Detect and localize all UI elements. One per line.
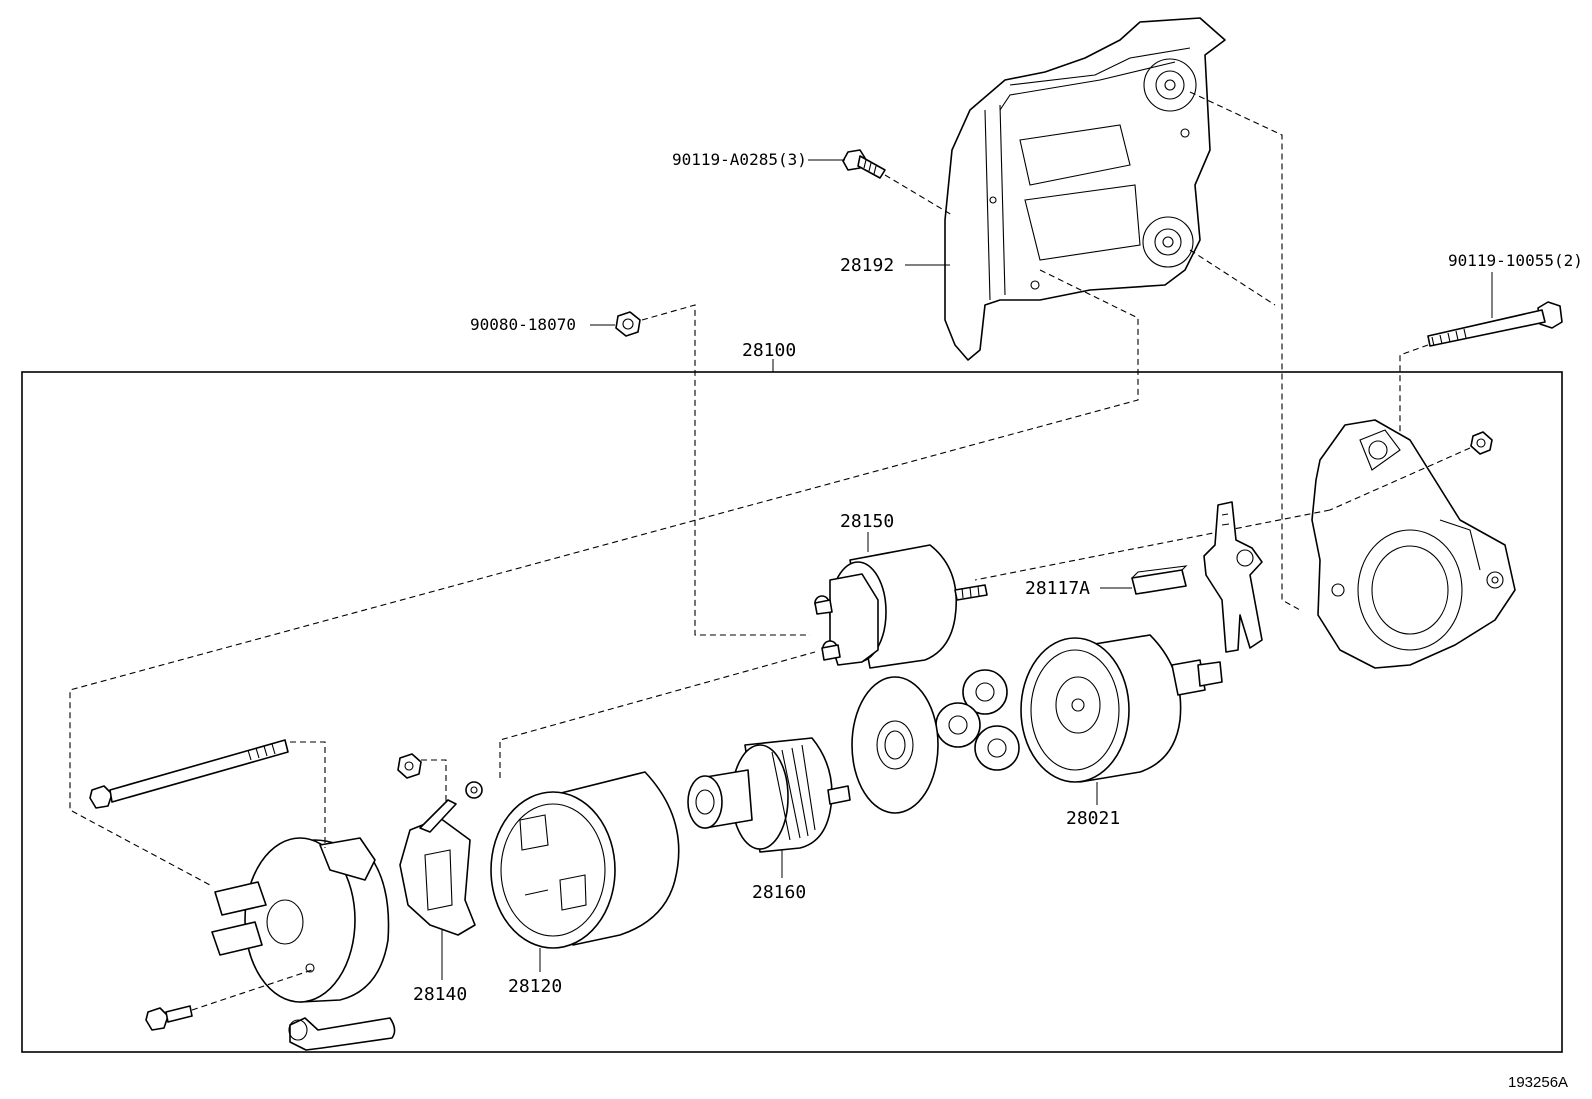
screw-icon	[145, 1005, 193, 1031]
end-frame-part	[211, 837, 390, 1003]
small-nut-icon	[1470, 431, 1493, 455]
switch-cover-label: 28117A	[1025, 578, 1090, 599]
terminal-washer-icon	[465, 781, 483, 799]
through-bolt-icon	[1427, 301, 1563, 347]
lead-wire-part	[288, 1017, 396, 1051]
cover-label: 28192	[840, 255, 894, 276]
assembly-label: 28100	[742, 340, 796, 361]
heat-shield-cover	[944, 17, 1226, 361]
drive-housing	[1311, 419, 1516, 669]
clutch-label: 28021	[1066, 808, 1120, 829]
switch-cover-part	[1131, 565, 1188, 595]
cover-dash-c	[69, 269, 1139, 886]
assembly-box	[21, 371, 1563, 1053]
bolt-top-label: 90119-A0285(3)	[672, 150, 807, 169]
planetary-gears	[935, 669, 1020, 771]
bolt-top-dash	[884, 174, 953, 216]
nut-dash	[641, 304, 810, 636]
yoke-dash	[499, 651, 816, 778]
brush-holder-label: 28140	[413, 984, 467, 1005]
armature-part	[687, 737, 851, 853]
terminal-nut-dash	[421, 759, 447, 810]
screw-dash	[191, 969, 313, 1011]
nut-icon	[615, 311, 641, 337]
diagram-ref-number: 193256A	[1508, 1074, 1568, 1091]
solenoid-part	[814, 544, 988, 669]
solenoid-label: 28150	[840, 511, 894, 532]
armature-label: 28160	[752, 882, 806, 903]
cover-dash-a	[1189, 91, 1301, 611]
long-bolt-icon	[89, 739, 289, 809]
brush-holder-part	[399, 799, 476, 936]
shift-lever	[1203, 501, 1263, 653]
long-bolt-dash	[290, 741, 326, 848]
clutch-part	[1020, 634, 1223, 783]
gear-plate	[851, 676, 939, 814]
yoke-part	[490, 771, 680, 949]
housing-dash	[974, 509, 1331, 581]
nut-label: 90080-18070	[470, 315, 576, 334]
terminal-nut-icon	[397, 753, 422, 779]
cover-dash-b	[1189, 249, 1276, 306]
small-nut-dash	[1329, 447, 1471, 511]
yoke-label: 28120	[508, 976, 562, 997]
through-bolt-label: 90119-10055(2)	[1448, 251, 1583, 270]
flange-bolt-icon	[842, 149, 886, 179]
